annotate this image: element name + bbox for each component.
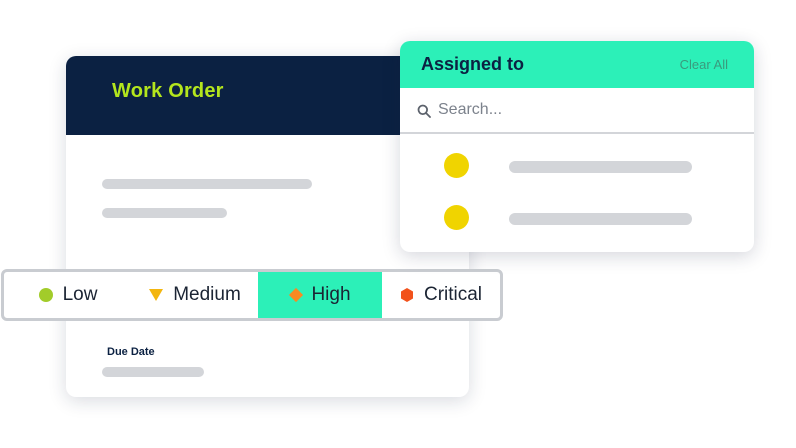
clear-all-button[interactable]: Clear All: [679, 57, 728, 72]
due-date-label: Due Date: [107, 346, 155, 358]
priority-label: Low: [62, 284, 98, 305]
search-input[interactable]: [438, 98, 728, 122]
priority-label: Critical: [423, 284, 483, 305]
user-option[interactable]: [400, 145, 754, 189]
priority-option-high[interactable]: High: [258, 272, 382, 318]
triangle-down-icon: [149, 289, 164, 301]
hexagon-icon: [400, 288, 413, 302]
assigned-to-title: Assigned to: [421, 54, 525, 74]
user-name-placeholder: [509, 161, 692, 173]
placeholder-line: [102, 208, 227, 218]
assigned-to-header: Assigned to Clear All: [400, 41, 754, 88]
user-option[interactable]: [400, 197, 754, 241]
priority-label: Medium: [173, 284, 241, 305]
diamond-icon: [289, 287, 304, 303]
search-icon: [417, 104, 431, 118]
assigned-to-dropdown: Assigned to Clear All: [400, 41, 754, 252]
placeholder-line: [102, 179, 312, 189]
due-date-placeholder: [102, 367, 204, 377]
priority-option-low[interactable]: Low: [4, 272, 132, 318]
user-name-placeholder: [509, 213, 692, 225]
priority-selector: Low Medium High Critical: [1, 269, 503, 321]
priority-label: High: [311, 284, 351, 305]
search-bar: [400, 88, 754, 134]
priority-option-critical[interactable]: Critical: [382, 272, 500, 318]
circle-icon: [38, 288, 53, 302]
priority-option-medium[interactable]: Medium: [132, 272, 258, 318]
work-order-title: Work Order: [112, 80, 224, 102]
avatar: [444, 205, 469, 230]
avatar: [444, 153, 469, 178]
